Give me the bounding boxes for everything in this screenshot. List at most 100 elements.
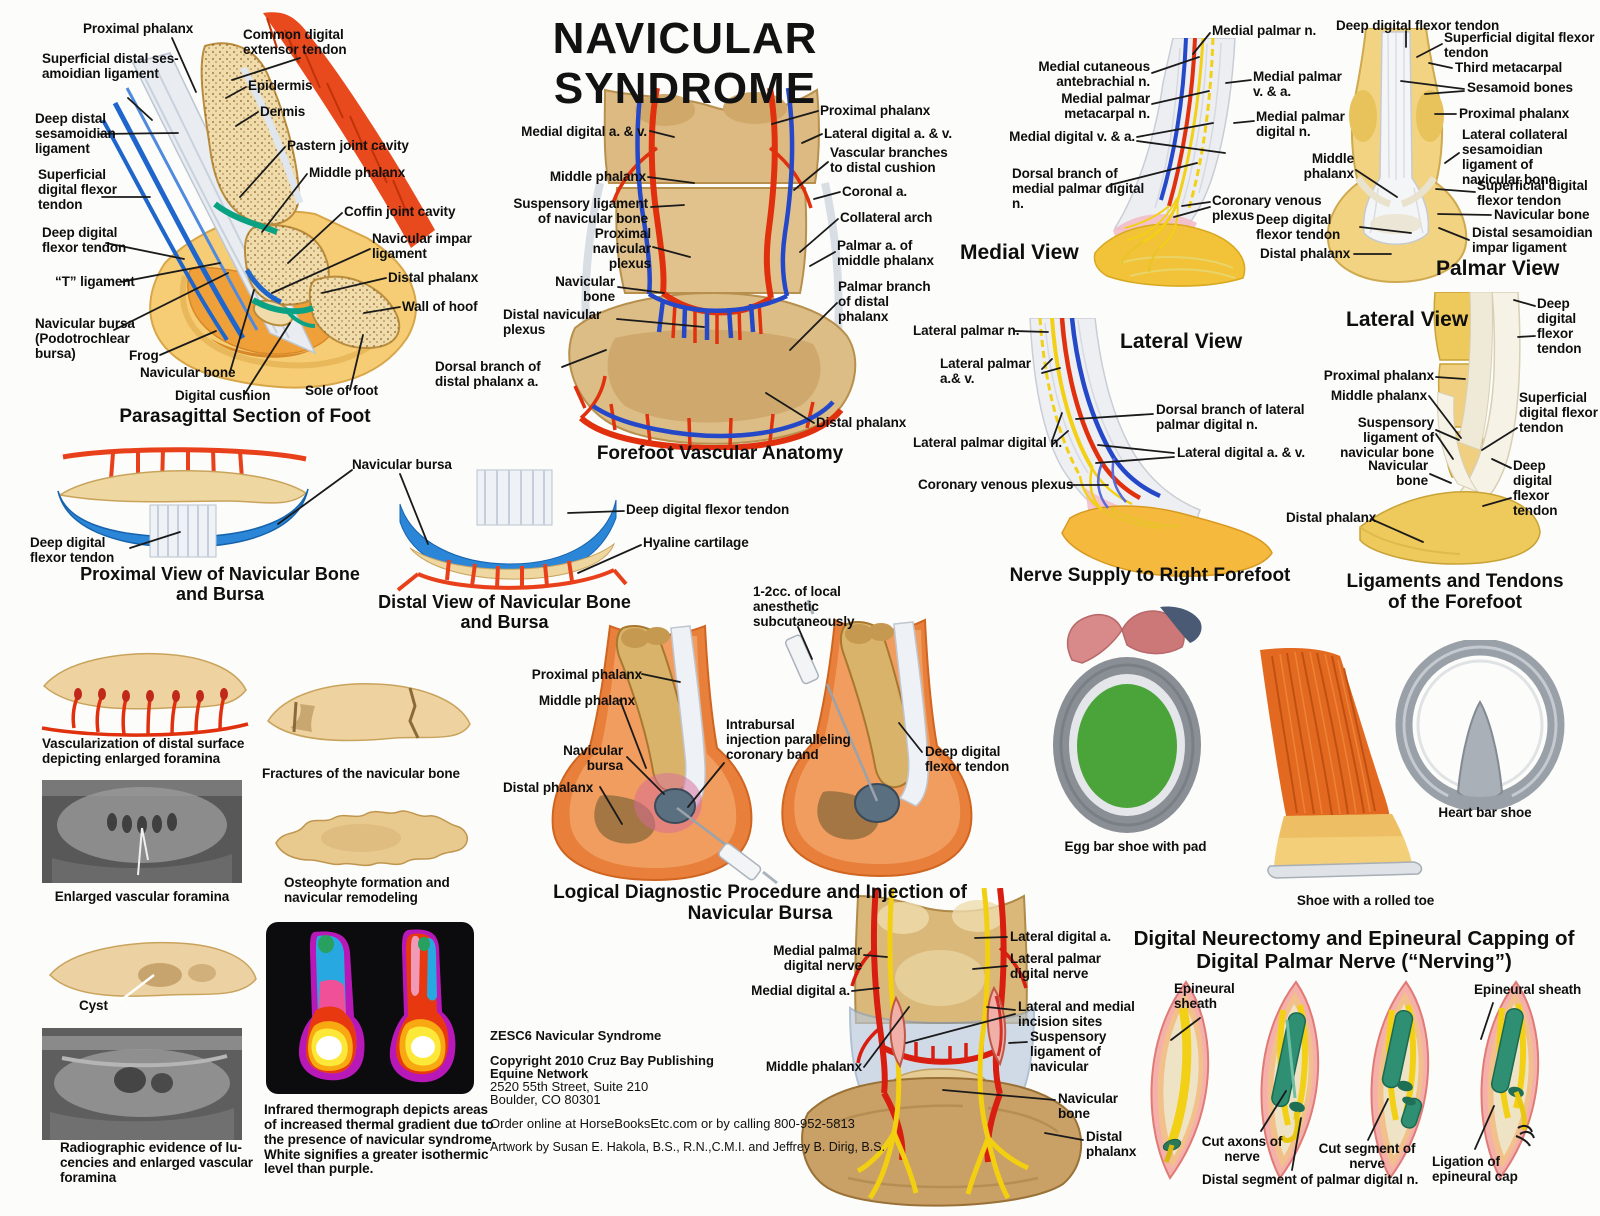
caption-ligaments: Ligaments and Tendons of the Forefoot bbox=[1346, 571, 1564, 614]
caption-nerve-supply: Nerve Supply to Right Forefoot bbox=[1009, 565, 1291, 586]
publisher-address2: Boulder, CO 80301 bbox=[490, 1092, 601, 1107]
label-pv-superficial-flexor: Superficial digital flexor tendon bbox=[1477, 178, 1588, 208]
label-dx-navicular-bursa: Navicular bursa bbox=[563, 743, 623, 773]
label-hyaline-cartilage: Hyaline cartilage bbox=[643, 535, 749, 550]
caption-radiographic: Radiographic evidence of lu­cencies and … bbox=[60, 1140, 253, 1185]
forefoot-vascular-illustration bbox=[568, 88, 857, 450]
label-pastern-joint-cavity: Pastern joint cavity bbox=[287, 138, 409, 153]
label-epidermis: Epidermis bbox=[248, 78, 313, 93]
infrared-thermograph bbox=[266, 922, 474, 1094]
label-lateral-digital-a: Lateral digital a. bbox=[1010, 929, 1111, 944]
heading-lateral-view-ligaments: Lateral View bbox=[1346, 308, 1469, 331]
label-distal-sesamoidian-impar: Distal sesamoidian impar ligament bbox=[1472, 225, 1593, 255]
label-mv-dorsal-branch: Dorsal branch of medial palmar digital n… bbox=[1012, 166, 1145, 211]
caption-proximal-view: Proximal View of Navicular Bone and Burs… bbox=[80, 564, 360, 605]
label-fv-distal-phalanx: Distal phalanx bbox=[816, 415, 907, 430]
label-dv-deep-flexor: Deep digital flexor tendon bbox=[626, 502, 790, 517]
caption-diagnostic: Logical Diagnostic Procedure and Injecti… bbox=[553, 882, 967, 925]
label-frog: Frog bbox=[129, 348, 159, 363]
caption-enlarged-foramina: Enlarged vascular foramina bbox=[54, 889, 230, 904]
ligaments-tendons-illustration bbox=[1359, 292, 1541, 565]
label-distal-phalanx: Distal phalanx bbox=[388, 270, 479, 285]
label-fv-navicular-bone: Navicular bone bbox=[555, 274, 615, 304]
heart-bar-shoe-illustration bbox=[1395, 640, 1565, 810]
label-distal-navicular-plexus: Distal navicular plexus bbox=[503, 307, 602, 337]
label-px-deep-flexor: Deep digital flexor tendon bbox=[30, 535, 115, 565]
label-intrabursal: Intrabursal injection paralleling corona… bbox=[726, 717, 851, 762]
label-medial-palmar-metacarpal-n: Medial palmar metacarpal n. bbox=[1061, 91, 1150, 121]
label-incision-sites: Lateral and medial incision sites bbox=[1018, 999, 1135, 1029]
label-distal-segment: Distal segment of palmar digital n. bbox=[1202, 1172, 1419, 1187]
label-cut-segment: Cut segment of nerve bbox=[1318, 1141, 1416, 1171]
label-navicular-bursa: Navicular bursa (Podotrochlear bursa) bbox=[35, 316, 135, 361]
label-lt-superficial-flexor: Superficial digital flexor tendon bbox=[1519, 390, 1598, 435]
label-anesthetic: 1-2cc. of local anesthetic subcutaneousl… bbox=[753, 584, 855, 629]
label-pv-distal-phalanx: Distal phalanx bbox=[1260, 246, 1351, 261]
cyst-bone-illustration bbox=[48, 941, 257, 1002]
osteophyte-bone-illustration bbox=[275, 810, 468, 867]
label-medial-palmar-digital-nerve: Medial palmar digital nerve bbox=[773, 943, 862, 973]
label-dermis: Dermis bbox=[260, 104, 306, 119]
label-palmar-a-middle-phalanx: Palmar a. of middle phalanx bbox=[837, 238, 934, 268]
publisher-address1: 2520 55th Street, Suite 210 bbox=[490, 1079, 649, 1094]
nerve-supply-lateral-illustration bbox=[1029, 318, 1273, 577]
neurectomy-illustration bbox=[801, 888, 1083, 1207]
label-ns-coronary-venous-plexus: Coronary venous plexus bbox=[918, 477, 1074, 492]
nerving-panel-2 bbox=[1260, 980, 1320, 1180]
label-lt-deep-flexor-low: Deep digital flexor tendon bbox=[1513, 458, 1558, 518]
label-navicular-bone: Navicular bone bbox=[140, 365, 236, 380]
label-coronal-a: Coronal a. bbox=[842, 184, 908, 199]
label-lateral-palmar-n: Lateral palmar n. bbox=[913, 323, 1020, 338]
label-ligation: Ligation of epineural cap bbox=[1432, 1154, 1518, 1184]
label-lt-proximal-phalanx: Proximal phalanx bbox=[1323, 368, 1434, 383]
label-sole-of-foot: Sole of foot bbox=[305, 383, 379, 398]
label-epineural-sheath-right: Epineural sheath bbox=[1474, 982, 1582, 997]
label-collateral-arch: Collateral arch bbox=[840, 210, 933, 225]
label-cut-axons: Cut axons of nerve bbox=[1201, 1134, 1283, 1164]
label-fv-middle-phalanx: Middle phalanx bbox=[549, 169, 646, 184]
label-superficial-distal-sesamoidian-ligament: Superficial distal ses-amoidian ligament bbox=[42, 51, 179, 81]
caption-distal-view: Distal View of Navicular Bone and Bursa bbox=[378, 592, 631, 633]
label-proximal-navicular-plexus: Proximal navicular plexus bbox=[592, 226, 651, 271]
caption-osteophyte: Osteophyte formation and navicular remod… bbox=[284, 875, 450, 905]
diagnostic-injection-illustration bbox=[551, 599, 973, 885]
label-fv-suspensory-ligament: Suspensory ligament of navicular bone bbox=[513, 196, 648, 226]
heading-lateral-view-nerve: Lateral View bbox=[1120, 330, 1243, 353]
label-vascular-branches: Vascular branches to distal cushion bbox=[830, 145, 948, 175]
label-dx-middle-phalanx: Middle phalanx bbox=[538, 693, 635, 708]
fracture-bone-illustration bbox=[267, 683, 471, 742]
label-dx-deep-flexor: Deep digital flexor tendon bbox=[925, 744, 1010, 774]
caption-parasagittal: Parasagittal Section of Foot bbox=[119, 406, 371, 427]
label-pv-proximal-phalanx: Proximal phalanx bbox=[1459, 106, 1570, 121]
label-pv-superficial-flexor-top: Superficial digital flexor tendon bbox=[1444, 30, 1595, 60]
label-lt-distal-phalanx: Distal phalanx bbox=[1286, 510, 1377, 525]
label-lateral-collateral-sesamoidian: Lateral collateral sesamoidian ligament … bbox=[1462, 127, 1568, 187]
vascularization-bone-illustration bbox=[41, 652, 249, 737]
nerving-panel-3 bbox=[1370, 980, 1430, 1180]
nerving-panel-1 bbox=[1150, 980, 1210, 1180]
label-ne-navicular-bone: Navicular bone bbox=[1058, 1091, 1118, 1121]
label-ne-suspensory-ligament: Suspensory ligament of navicular bbox=[1030, 1029, 1107, 1074]
label-medial-palmar-v-a: Medial palmar v. & a. bbox=[1253, 69, 1342, 99]
caption-egg-bar-shoe: Egg bar shoe with pad bbox=[1064, 839, 1207, 854]
label-ne-middle-phalanx: Middle phalanx bbox=[765, 1059, 862, 1074]
proximal-navicular-view-illustration bbox=[57, 447, 309, 558]
caption-heart-bar-shoe: Heart bar shoe bbox=[1438, 805, 1532, 820]
distal-navicular-view-illustration bbox=[396, 469, 628, 592]
caption-vascular: Forefoot Vascular Anatomy bbox=[596, 443, 844, 464]
label-lt-middle-phalanx: Middle phalanx bbox=[1330, 388, 1427, 403]
label-coffin-joint-cavity: Coffin joint cavity bbox=[344, 204, 456, 219]
heading-palmar-view: Palmar View bbox=[1436, 257, 1560, 280]
caption-rolled-toe-shoe: Shoe with a rolled toe bbox=[1296, 893, 1435, 908]
label-deep-digital-flexor-tendon: Deep digital flexor tendon bbox=[42, 225, 127, 255]
label-lt-navicular-bone: Navicular bone bbox=[1368, 458, 1428, 488]
label-dx-distal-phalanx: Distal phalanx bbox=[503, 780, 594, 795]
label-lt-deep-flexor-top: Deep digital flexor tendon bbox=[1537, 296, 1582, 356]
label-lt-suspensory-ligament: Suspensory ligament of navicular bone bbox=[1340, 415, 1434, 460]
publisher-order-line: Order online at HorseBooksEtc.com or by … bbox=[490, 1116, 855, 1131]
label-epineural-sheath-left: Epineural sheath bbox=[1174, 981, 1235, 1011]
poster-title: NAVICULAR SYNDROME bbox=[552, 14, 818, 113]
label-ns-dorsal-branch: Dorsal branch of lateral palmar digital … bbox=[1156, 402, 1305, 432]
label-ns-lateral-digital-a-v: Lateral digital a. & v. bbox=[1177, 445, 1305, 460]
